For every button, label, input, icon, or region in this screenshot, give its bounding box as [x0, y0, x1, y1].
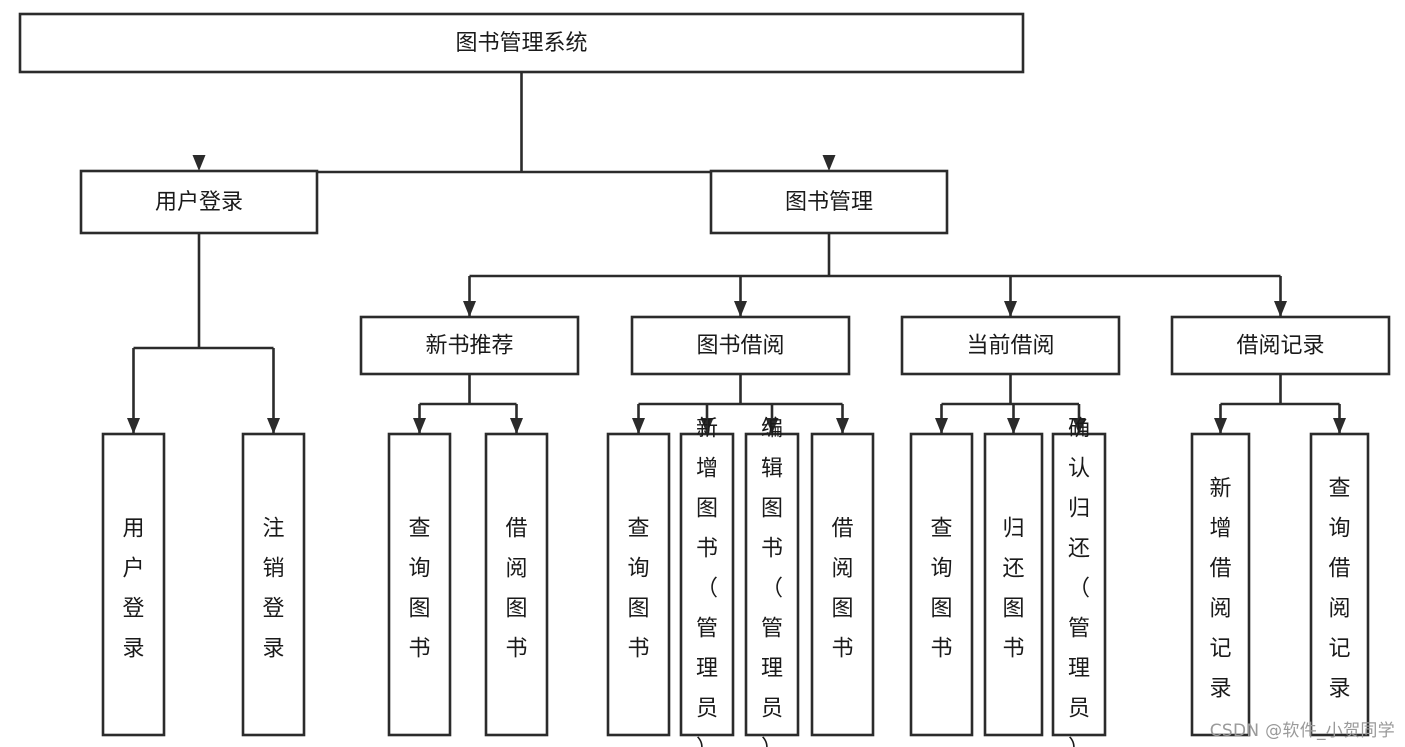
arrow-head-icon [765, 418, 779, 434]
node-label: 查询图书 [627, 517, 649, 662]
node-layer: 图书管理系统用户登录图书管理新书推荐图书借阅当前借阅借阅记录用户登录注销登录查询… [18, 12, 1391, 747]
node-label: 图书借阅 [696, 334, 784, 359]
node-box [909, 432, 974, 737]
node-box [241, 432, 306, 737]
node-label: 用户登录 [155, 190, 243, 215]
node-box [1190, 432, 1251, 737]
node-current[interactable]: 当前借阅 [900, 315, 1121, 376]
arrow-head-icon [1072, 418, 1086, 434]
node-label: 新增图书（管理员） [696, 417, 718, 747]
node-box [18, 12, 1025, 74]
arrow-head-icon [1333, 418, 1346, 434]
node-box [484, 432, 549, 737]
node-leaf-10[interactable]: 归还图书 [983, 432, 1044, 737]
node-label: 查询图书 [930, 517, 952, 662]
arrow-head-icon [1214, 418, 1227, 434]
node-leaf-8[interactable]: 借阅图书 [810, 432, 875, 737]
node-box [679, 432, 735, 737]
arrow-head-icon [935, 418, 948, 434]
node-label: 编辑图书（管理员） [761, 417, 783, 747]
node-box [359, 315, 580, 376]
node-box [709, 169, 949, 235]
node-root[interactable]: 图书管理系统 [18, 12, 1025, 74]
arrow-head-icon [700, 418, 714, 434]
arrow-head-icon [1274, 301, 1287, 317]
arrow-head-icon [413, 418, 426, 434]
node-box [387, 432, 452, 737]
arrow-head-icon [127, 418, 140, 434]
node-box [744, 432, 800, 737]
arrow-head-icon [192, 155, 206, 171]
node-label: 新书推荐 [425, 334, 513, 359]
node-box [1051, 432, 1107, 737]
node-box [983, 432, 1044, 737]
node-login[interactable]: 用户登录 [79, 169, 319, 235]
node-leaf-2[interactable]: 注销登录 [241, 432, 306, 737]
node-box [630, 315, 851, 376]
node-box [900, 315, 1121, 376]
node-box [1170, 315, 1391, 376]
watermark-label: CSDN @软件_小贺同学 [1209, 721, 1395, 741]
edge-layer [127, 72, 1346, 434]
node-label: 查询借阅记录 [1328, 477, 1350, 702]
node-leaf-5[interactable]: 查询图书 [606, 432, 671, 737]
node-leaf-13[interactable]: 查询借阅记录 [1309, 432, 1370, 737]
node-label: 注销登录 [262, 517, 284, 662]
node-label: 用户登录 [122, 517, 144, 662]
node-label: 图书管理 [785, 190, 873, 215]
node-leaf-12[interactable]: 新增借阅记录 [1190, 432, 1251, 737]
arrow-head-icon [836, 418, 849, 434]
node-bookmgmt[interactable]: 图书管理 [709, 169, 949, 235]
node-label: 当前借阅 [966, 334, 1054, 359]
node-borrow[interactable]: 图书借阅 [630, 315, 851, 376]
node-box [810, 432, 875, 737]
node-leaf-4[interactable]: 借阅图书 [484, 432, 549, 737]
node-box [79, 169, 319, 235]
node-leaf-11[interactable]: 确认归还（管理员） [1051, 417, 1107, 747]
node-label: 确认归还（管理员） [1068, 417, 1090, 747]
node-label: 归还图书 [1002, 517, 1024, 662]
node-label: 图书管理系统 [455, 31, 587, 56]
node-leaf-3[interactable]: 查询图书 [387, 432, 452, 737]
arrow-head-icon [463, 301, 476, 317]
node-leaf-7[interactable]: 编辑图书（管理员） [744, 417, 800, 747]
arrow-head-icon [632, 418, 645, 434]
node-label: 新增借阅记录 [1209, 477, 1231, 702]
node-leaf-9[interactable]: 查询图书 [909, 432, 974, 737]
node-leaf-1[interactable]: 用户登录 [101, 432, 166, 737]
node-box [1309, 432, 1370, 737]
node-label: 借阅图书 [505, 517, 527, 662]
node-box [606, 432, 671, 737]
arrow-head-icon [510, 418, 523, 434]
node-label: 借阅记录 [1236, 334, 1324, 359]
arrow-head-icon [822, 155, 836, 171]
node-leaf-6[interactable]: 新增图书（管理员） [679, 417, 735, 747]
arrow-head-icon [1004, 301, 1017, 317]
arrow-head-icon [734, 301, 747, 317]
node-newbook[interactable]: 新书推荐 [359, 315, 580, 376]
node-label: 查询图书 [408, 517, 430, 662]
arrow-head-icon [1007, 418, 1020, 434]
node-records[interactable]: 借阅记录 [1170, 315, 1391, 376]
node-label: 借阅图书 [831, 517, 853, 662]
node-box [101, 432, 166, 737]
arrow-head-icon [267, 418, 280, 434]
